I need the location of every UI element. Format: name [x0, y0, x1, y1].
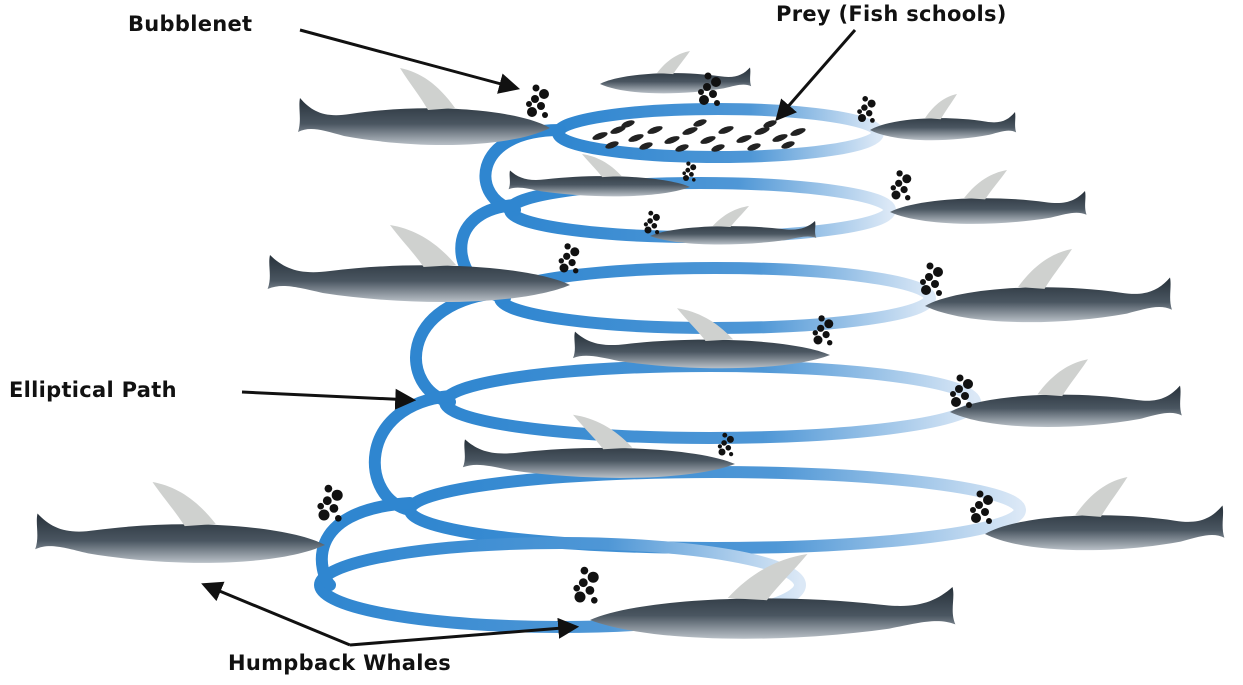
humpback-whales-label: Humpback Whales — [228, 651, 452, 675]
elliptical-path-arrow — [241, 388, 417, 410]
humpback-whale-icon — [572, 308, 830, 369]
humpback-whale-icon — [650, 206, 817, 245]
prey-label: Prey (Fish schools) — [776, 2, 1007, 26]
humpback-whale-icon — [590, 554, 956, 639]
bubblenet-label: Bubblenet — [128, 12, 253, 36]
bubble-cluster-icon — [890, 170, 912, 201]
whales-arrow-left — [201, 581, 351, 647]
humpback-whale-icon — [890, 170, 1087, 224]
whales-arrow-right — [349, 617, 580, 647]
prey-arrow — [775, 29, 857, 122]
humpback-whale-icon — [925, 249, 1172, 323]
humpback-whale-icon — [35, 482, 325, 563]
elliptical-path-label: Elliptical Path — [9, 378, 177, 402]
spiral-ring-5 — [404, 466, 1026, 554]
spiral-ring-4 — [439, 360, 981, 444]
bubble-cluster-icon — [317, 484, 343, 522]
fish-school-icon — [592, 119, 806, 152]
humpback-whale-icon — [950, 359, 1182, 427]
humpback-whale-icon — [870, 94, 1017, 141]
spiral-connector-5 — [315, 497, 416, 591]
humpback-whale-icon — [267, 225, 570, 303]
bubble-cluster-icon — [558, 243, 580, 274]
annotation-arrows — [201, 28, 857, 647]
spiral-ring-3 — [494, 262, 936, 334]
humpback-whale-icon — [600, 51, 752, 94]
bubble-cluster-icon — [526, 84, 549, 118]
humpback-whale-icon — [298, 68, 550, 146]
bubblenet-arrow — [299, 28, 521, 94]
bubble-cluster-icon — [573, 566, 599, 604]
